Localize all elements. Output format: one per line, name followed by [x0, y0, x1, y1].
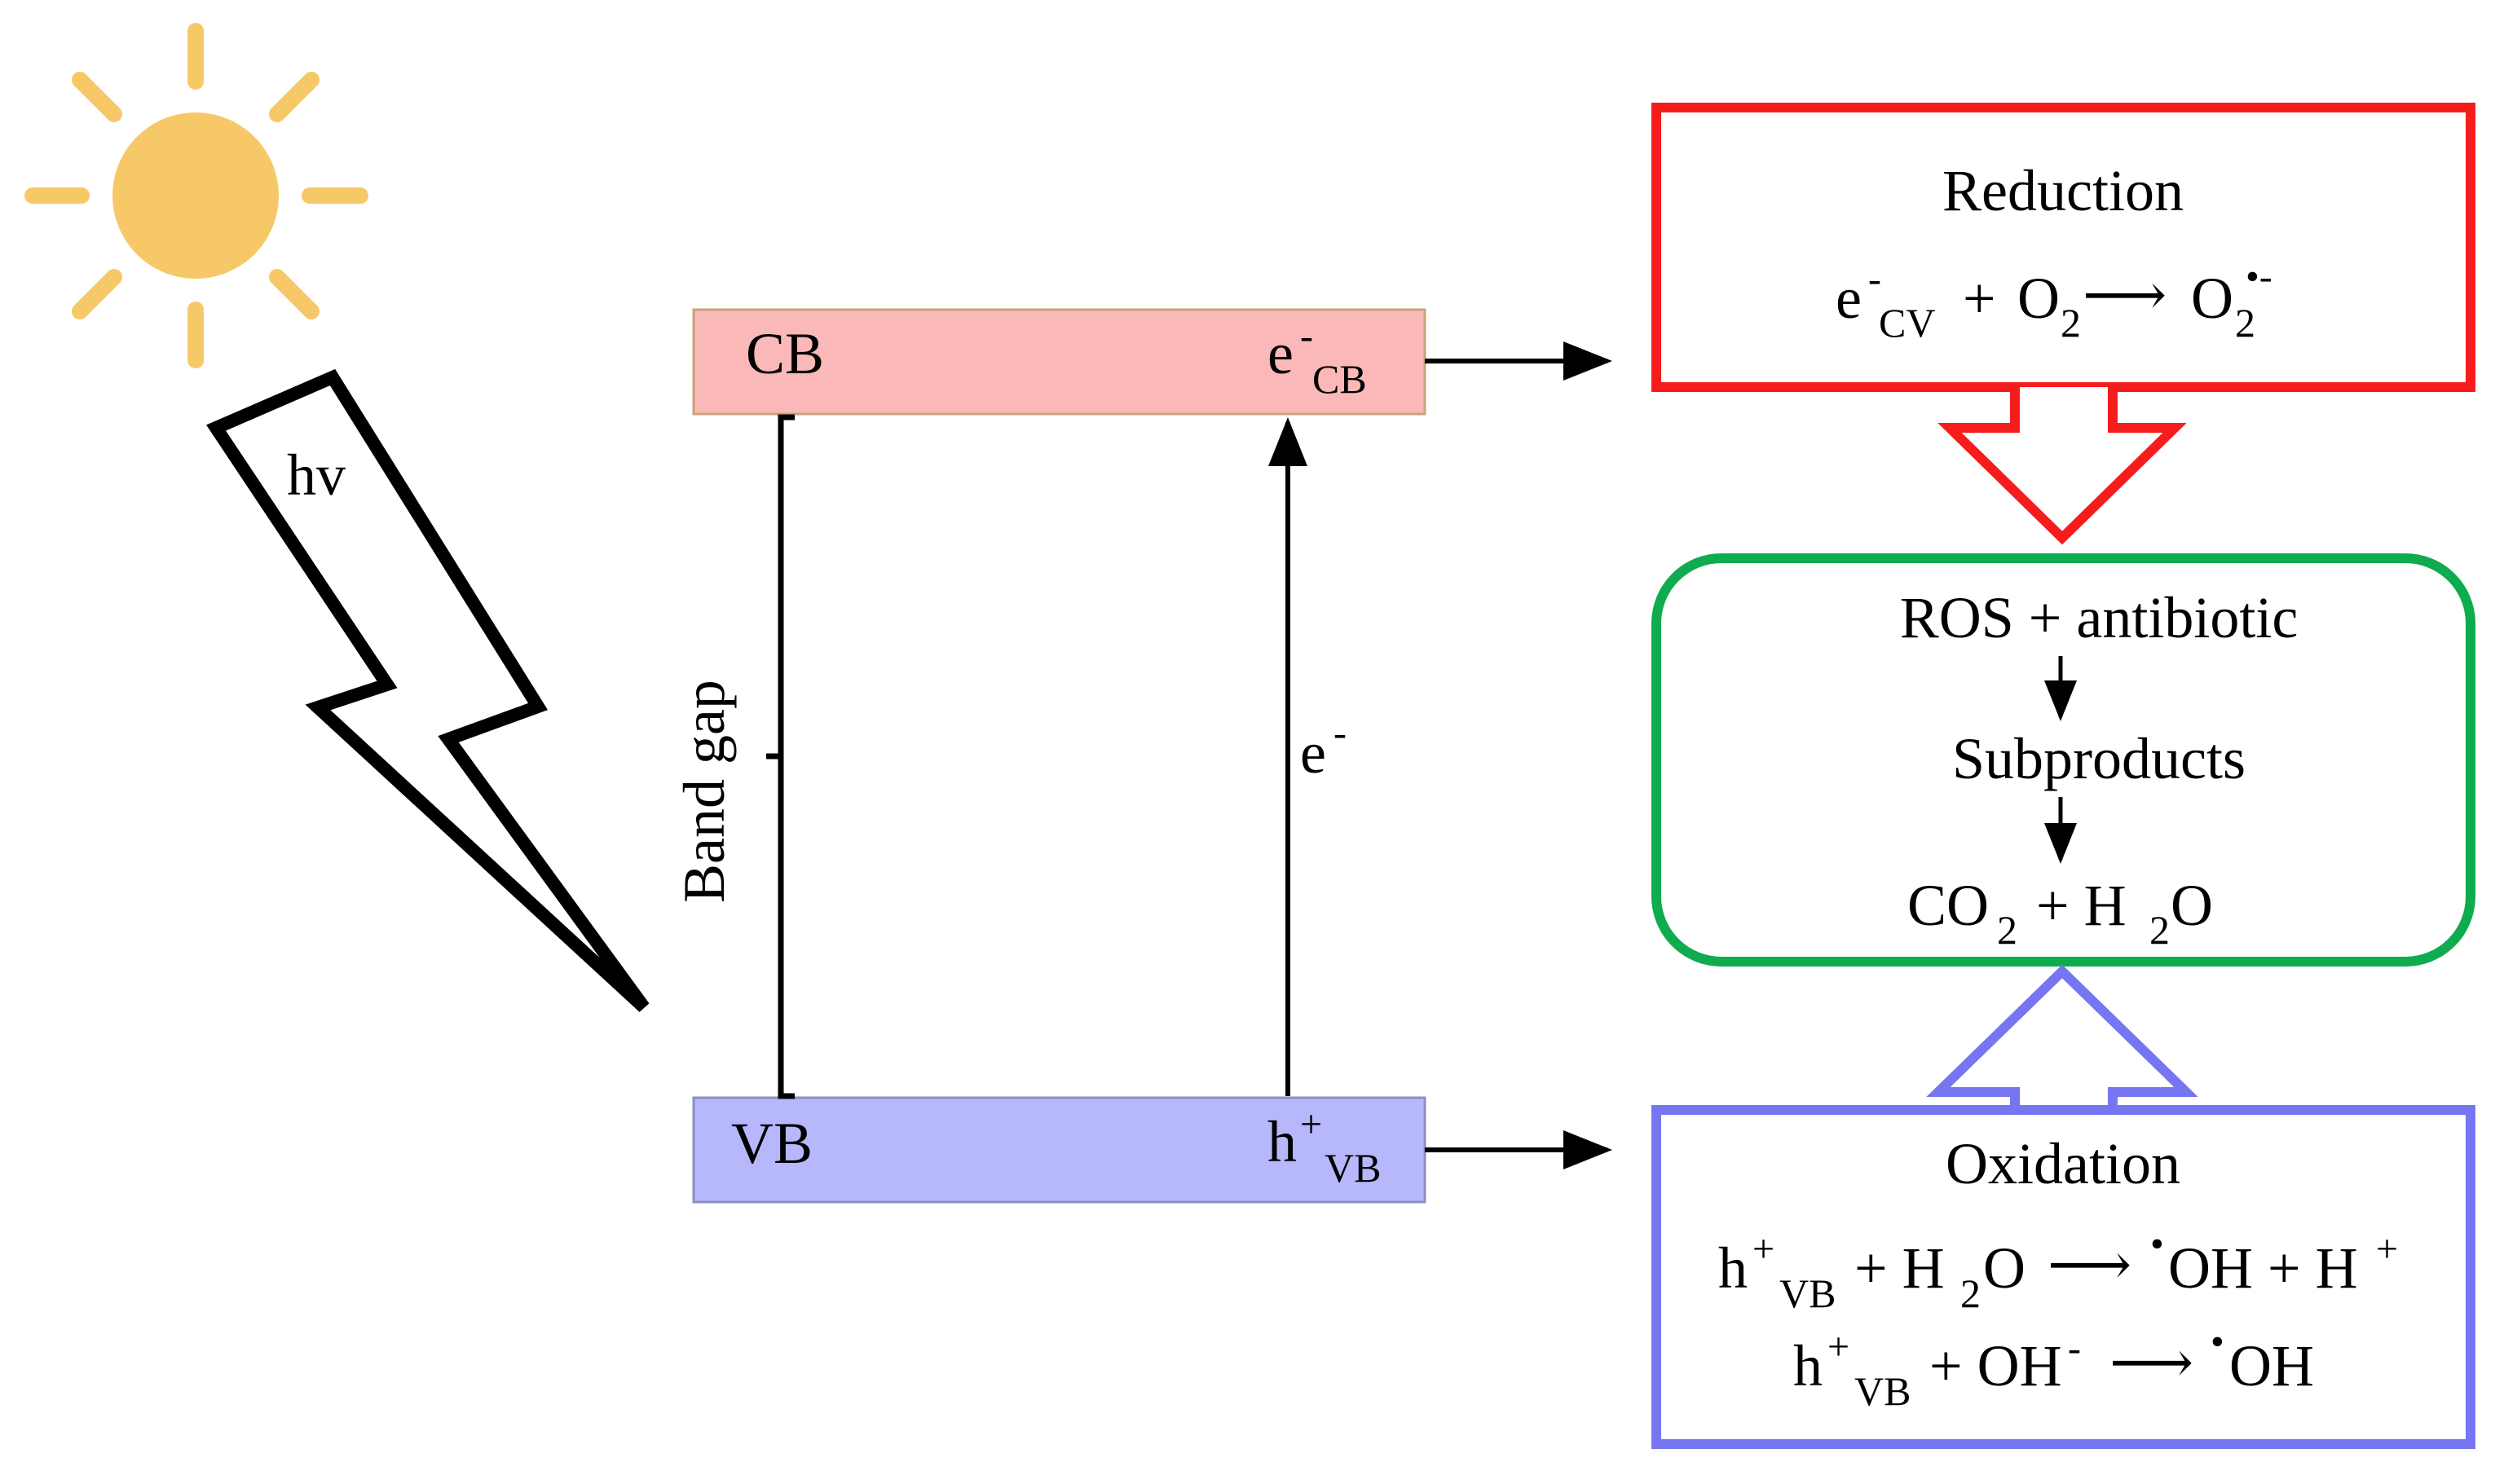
svg-text:VB: VB: [1779, 1270, 1836, 1316]
svg-text:e: e: [1836, 266, 1862, 331]
svg-text:e: e: [1300, 720, 1326, 786]
svg-text:+: +: [1963, 266, 1996, 331]
svg-text:O: O: [2191, 266, 2233, 331]
svg-text:+ OH: + OH: [1929, 1333, 2062, 1398]
oxidation-title: Oxidation: [1946, 1131, 2180, 1196]
lightning-bolt-icon: [206, 368, 650, 1012]
svg-text:h: h: [1267, 1109, 1297, 1174]
svg-text:-: -: [2068, 1327, 2081, 1370]
ros-line-3: CO 2 + H 2 O: [1907, 873, 2213, 953]
svg-text:2: 2: [2149, 907, 2170, 953]
oxidation-equation-1: h + VB + H 2 O ⟶ • OH + H +: [1718, 1222, 2398, 1316]
svg-text:O: O: [2171, 873, 2213, 938]
vb-label: VB: [731, 1111, 813, 1176]
sun-icon: [24, 23, 368, 368]
svg-text:⟶: ⟶: [2109, 1330, 2193, 1395]
svg-text:OH + H: OH + H: [2168, 1235, 2358, 1301]
ros-line-1: ROS + antibiotic: [1900, 585, 2299, 650]
svg-text:-: -: [1868, 258, 1881, 301]
oxidation-box: [1651, 1105, 2475, 1449]
oxidation-equation-2: h + VB + OH - ⟶ • OH: [1793, 1320, 2314, 1414]
svg-text:VB: VB: [1854, 1368, 1911, 1414]
svg-text:OH: OH: [2229, 1333, 2314, 1398]
svg-text:h: h: [1793, 1333, 1823, 1398]
svg-text:•: •: [2211, 1320, 2224, 1363]
svg-text:•-: •-: [2246, 255, 2272, 298]
band-gap-label: Band gap: [672, 680, 737, 903]
vb-carrier: h + VB: [1267, 1103, 1381, 1191]
svg-text:⟶: ⟶: [2048, 1232, 2131, 1297]
conduction-band: [692, 308, 1426, 416]
svg-text:+: +: [2376, 1227, 2398, 1270]
svg-text:h: h: [1718, 1235, 1748, 1301]
svg-text:⟶: ⟶: [2083, 262, 2167, 328]
excitation-electron-label: e -: [1300, 711, 1347, 786]
svg-text:VB: VB: [1325, 1145, 1381, 1191]
band-gap-bracket: [766, 414, 795, 1099]
svg-text:2: 2: [2061, 300, 2081, 346]
ros-line-2: Subproducts: [1952, 726, 2246, 791]
svg-text:+: +: [1300, 1103, 1322, 1146]
svg-text:•: •: [2150, 1222, 2164, 1266]
cb-label: CB: [746, 321, 824, 386]
reduction-equation: e - CV + O 2 ⟶ O 2 •-: [1836, 255, 2272, 346]
svg-text:+: +: [1752, 1227, 1774, 1270]
svg-text:CO: CO: [1907, 873, 1989, 938]
reduction-to-ros-arrow: [1937, 387, 2187, 545]
valence-band: [692, 1096, 1426, 1204]
svg-text:+ H: + H: [2036, 873, 2127, 938]
ros-box: [1651, 553, 2475, 967]
svg-text:2: 2: [2235, 300, 2255, 346]
svg-text:CV: CV: [1879, 300, 1935, 346]
oxidation-to-ros-arrow: [1926, 964, 2198, 1110]
reduction-title: Reduction: [1942, 158, 2184, 223]
svg-text:O: O: [2017, 266, 2060, 331]
svg-text:-: -: [1300, 315, 1313, 358]
svg-text:-: -: [1333, 711, 1347, 755]
svg-text:2: 2: [1997, 907, 2017, 953]
svg-text:+: +: [1827, 1325, 1849, 1368]
cb-carrier: e - CB: [1267, 315, 1367, 402]
svg-text:e: e: [1267, 321, 1294, 386]
svg-text:2: 2: [1960, 1270, 1981, 1316]
svg-text:O: O: [1983, 1235, 2026, 1301]
svg-text:CB: CB: [1312, 356, 1367, 402]
hv-label: hv: [287, 443, 346, 508]
svg-text:+ H: + H: [1854, 1235, 1945, 1301]
